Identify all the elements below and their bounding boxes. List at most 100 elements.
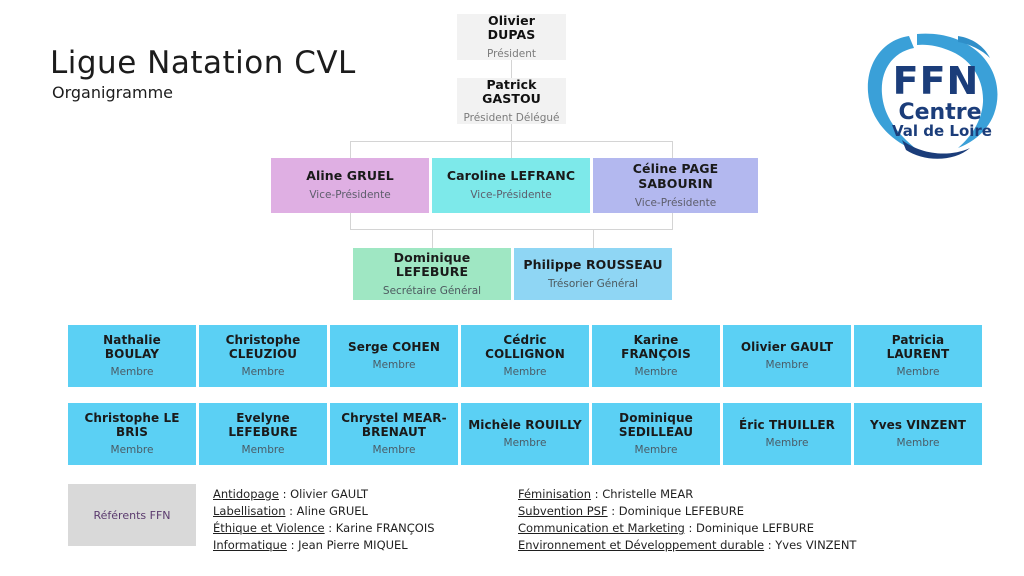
referent-topic: Éthique et Violence [213,521,325,535]
node-role: Membre [896,366,940,379]
node-member[interactable]: Nathalie BOULAY Membre [68,325,196,387]
node-member[interactable]: Olivier GAULT Membre [723,325,851,387]
referent-topic: Féminisation [518,487,592,501]
referent-person: : Aline GRUEL [285,504,368,518]
node-name: Aline GRUEL [306,168,394,184]
page-subtitle: Organigramme [52,83,173,102]
node-role: Membre [634,366,678,379]
node-member[interactable]: Karine FRANÇOIS Membre [592,325,720,387]
referent-person: : Dominique LEFEBURE [607,504,744,518]
node-role: Membre [503,437,547,450]
connector-vp-drop-3 [672,141,673,158]
node-name: Olivier DUPAS [487,12,536,43]
node-vice-president-1[interactable]: Aline GRUEL Vice-Présidente [271,158,429,213]
referent-topic: Labellisation [213,504,286,518]
node-role: Président Délégué [463,112,560,125]
node-member[interactable]: Cédric COLLIGNON Membre [461,325,589,387]
referent-person: : Dominique LEFBURE [684,521,815,535]
node-name: Cédric COLLIGNON [485,333,565,362]
node-name: Olivier GAULT [740,340,834,355]
node-member[interactable]: Patricia LAURENT Membre [854,325,982,387]
page-title: Ligue Natation CVL [50,45,356,81]
referent-topic: Communication et Marketing [518,521,685,535]
connector-delegate-stem [511,123,512,141]
node-name: Éric THUILLER [739,418,835,433]
connector-vp-drop-1 [350,141,351,158]
node-member[interactable]: Éric THUILLER Membre [723,403,851,465]
node-role: Membre [765,437,809,450]
node-name: Philippe ROUSSEAU [523,256,663,272]
node-role: Vice-Présidente [634,196,717,209]
referent-row: Antidopage : Olivier GAULT [213,486,435,503]
node-name: Chrystel MEAR-BRENAUT [341,411,447,440]
node-role: Membre [110,444,154,457]
node-role: Président [487,48,536,61]
node-name: Caroline LEFRANC [446,168,576,184]
referent-topic: Subvention PSF [518,504,608,518]
node-name: Evelyne LEFEBURE [228,411,298,440]
node-role: Membre [372,359,416,372]
referent-person: : Yves VINZENT [764,538,857,552]
node-president-delegue[interactable]: Patrick GASTOU Président Délégué [457,76,566,125]
node-name: Michèle ROUILLY [468,418,582,433]
node-name: Dominique LEFEBURE [393,249,471,280]
node-name: Christophe LE BRIS [84,411,180,440]
referent-person: : Olivier GAULT [278,487,369,501]
node-role: Vice-Présidente [309,189,391,202]
node-president[interactable]: Olivier DUPAS Président [457,12,566,61]
referent-row: Éthique et Violence : Karine FRANÇOIS [213,520,435,537]
node-role: Membre [372,444,416,457]
referent-person: : Christelle MEAR [591,487,694,501]
node-role: Membre [241,444,285,457]
node-role: Secrétaire Général [382,285,482,298]
referent-row: Labellisation : Aline GRUEL [213,503,435,520]
svg-text:Val de Loire: Val de Loire [892,122,992,140]
node-member[interactable]: Serge COHEN Membre [330,325,458,387]
node-member[interactable]: Evelyne LEFEBURE Membre [199,403,327,465]
node-member[interactable]: Chrystel MEAR-BRENAUT Membre [330,403,458,465]
node-role: Membre [765,359,809,372]
connector-officers-bar [350,229,673,230]
svg-text:FFN: FFN [893,59,980,103]
node-role: Vice-Présidente [470,189,552,202]
connector-president-to-delegate [511,59,512,78]
node-tresorier-general[interactable]: Philippe ROUSSEAU Trésorier Général [514,248,672,300]
node-member[interactable]: Yves VINZENT Membre [854,403,982,465]
referent-row: Environnement et Développement durable :… [518,537,856,554]
node-name: Patricia LAURENT [886,333,950,362]
node-name: Yves VINZENT [869,418,967,433]
node-role: Membre [241,366,285,379]
referent-row: Informatique : Jean Pierre MIQUEL [213,537,435,554]
referent-row: Communication et Marketing : Dominique L… [518,520,856,537]
node-vice-president-3[interactable]: Céline PAGE SABOURIN Vice-Présidente [593,158,758,213]
node-name: Nathalie BOULAY [103,333,161,362]
connector-officer-drop-2 [593,229,594,248]
connector-vp-drop-2 [511,141,512,158]
referent-row: Féminisation : Christelle MEAR [518,486,856,503]
node-member[interactable]: Michèle ROUILLY Membre [461,403,589,465]
node-name: Dominique SEDILLEAU [618,411,694,440]
node-name: Serge COHEN [348,340,440,355]
referent-row: Subvention PSF : Dominique LEFEBURE [518,503,856,520]
svg-text:Centre: Centre [898,100,981,125]
node-role: Membre [634,444,678,457]
node-member[interactable]: Dominique SEDILLEAU Membre [592,403,720,465]
node-role: Membre [503,366,547,379]
connector-officer-drop-1 [432,229,433,248]
node-name: Patrick GASTOU [482,76,541,107]
connector-vp1-down [350,212,351,229]
node-member[interactable]: Christophe LE BRIS Membre [68,403,196,465]
node-secretaire-general[interactable]: Dominique LEFEBURE Secrétaire Général [353,248,511,300]
node-vice-president-2[interactable]: Caroline LEFRANC Vice-Présidente [432,158,590,213]
node-role: Membre [896,437,940,450]
referent-topic: Informatique [213,538,287,552]
ffn-centre-val-de-loire-logo: FFN Centre Val de Loire [862,22,1012,162]
node-name: Karine FRANÇOIS [621,333,691,362]
referents-ffn-box[interactable]: Référents FFN [68,484,196,546]
referent-topic: Antidopage [213,487,279,501]
referent-person: : Karine FRANÇOIS [324,521,435,535]
node-member[interactable]: Christophe CLEUZIOU Membre [199,325,327,387]
connector-vp3-down [672,212,673,229]
